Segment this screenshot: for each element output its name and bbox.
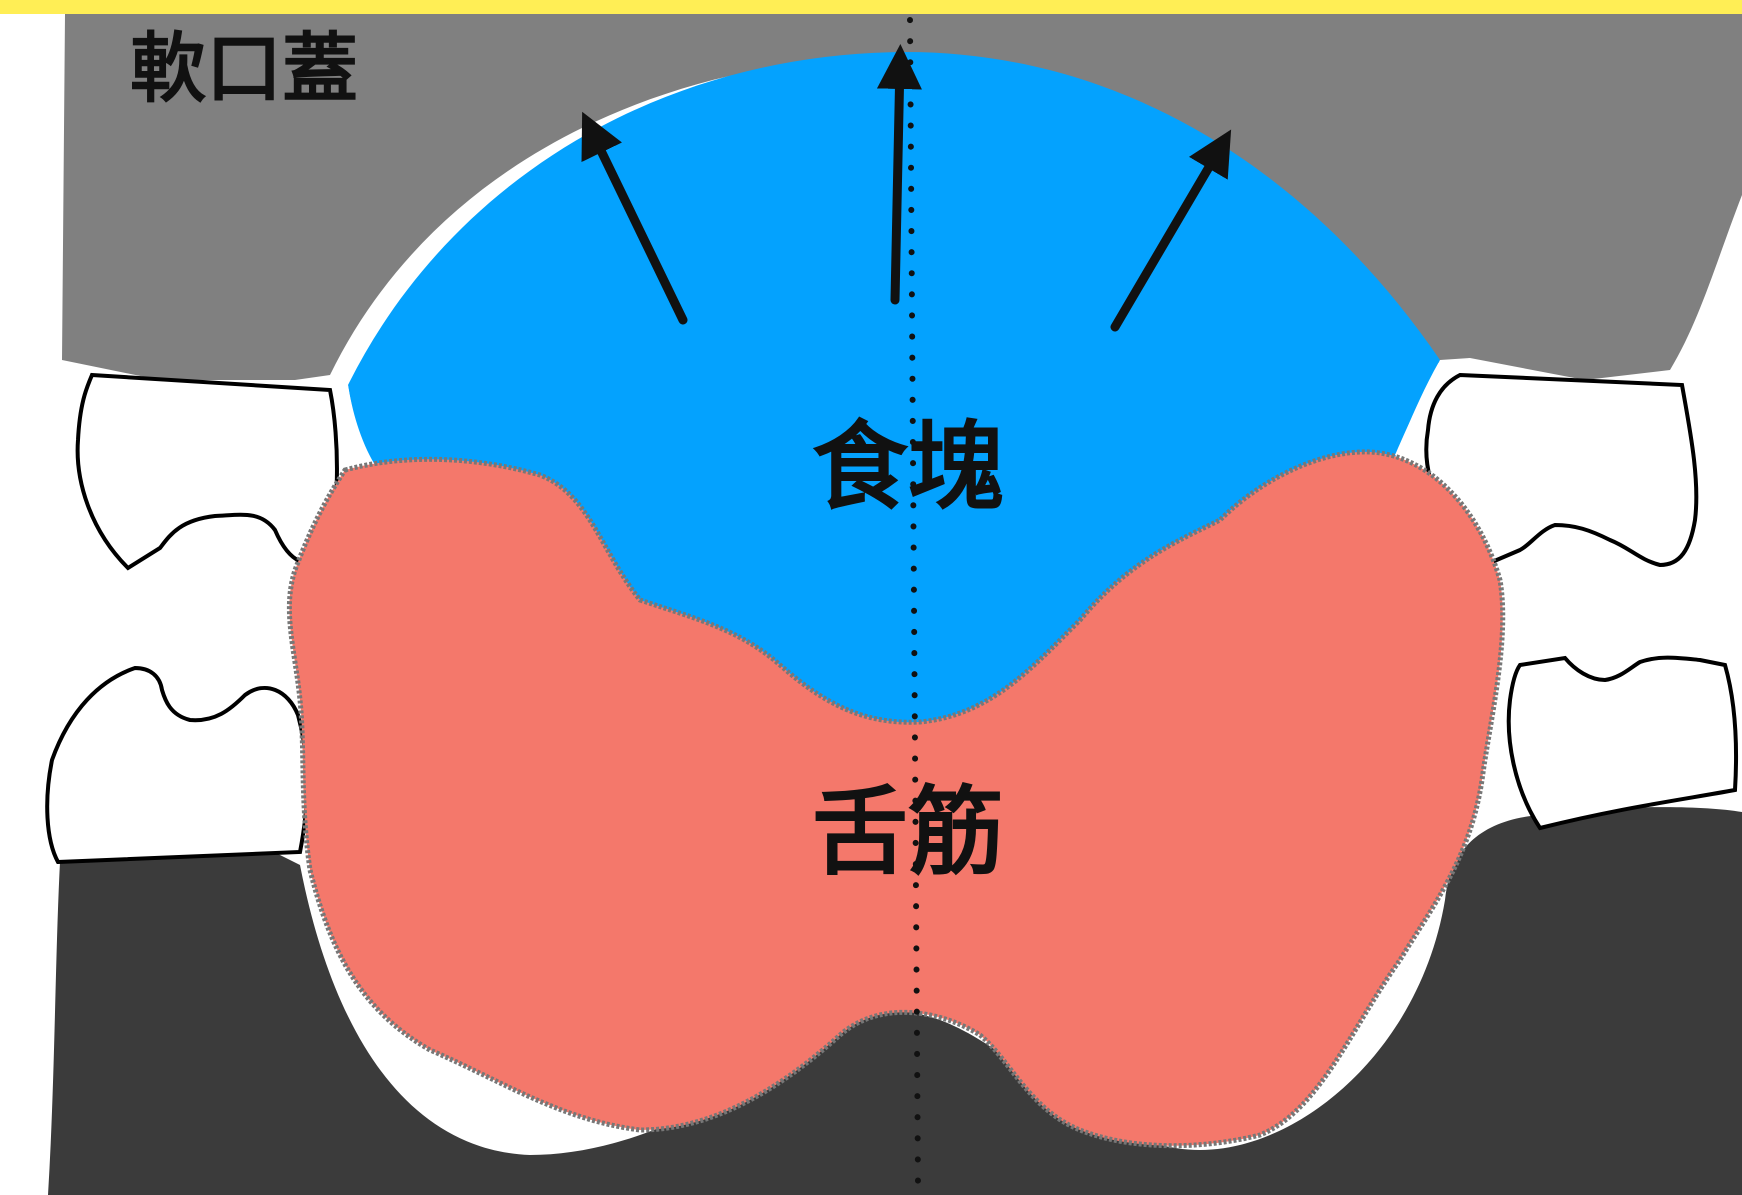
lower-jaw-region bbox=[48, 807, 1742, 1195]
top-band bbox=[0, 0, 1742, 14]
soft-palate-region bbox=[62, 14, 1742, 380]
tongue-muscle-label: 舌筋 bbox=[812, 776, 1004, 888]
dotted-midline bbox=[907, 17, 921, 1188]
tooth-lower-left-icon bbox=[45, 665, 310, 865]
arrow-up-icon bbox=[876, 44, 922, 305]
tooth-upper-left-icon bbox=[75, 372, 339, 571]
arrow-up-right-icon bbox=[1110, 129, 1232, 332]
tooth-upper-right-icon bbox=[1424, 372, 1699, 568]
palate-gap-left bbox=[328, 375, 375, 470]
tooth-lower-right-icon bbox=[1506, 655, 1739, 831]
tongue-region bbox=[286, 449, 1506, 1149]
bolus-label: 食塊 bbox=[812, 411, 1004, 523]
soft-palate-label: 軟口蓋 bbox=[130, 24, 358, 113]
arrow-up-left-icon bbox=[581, 111, 688, 325]
